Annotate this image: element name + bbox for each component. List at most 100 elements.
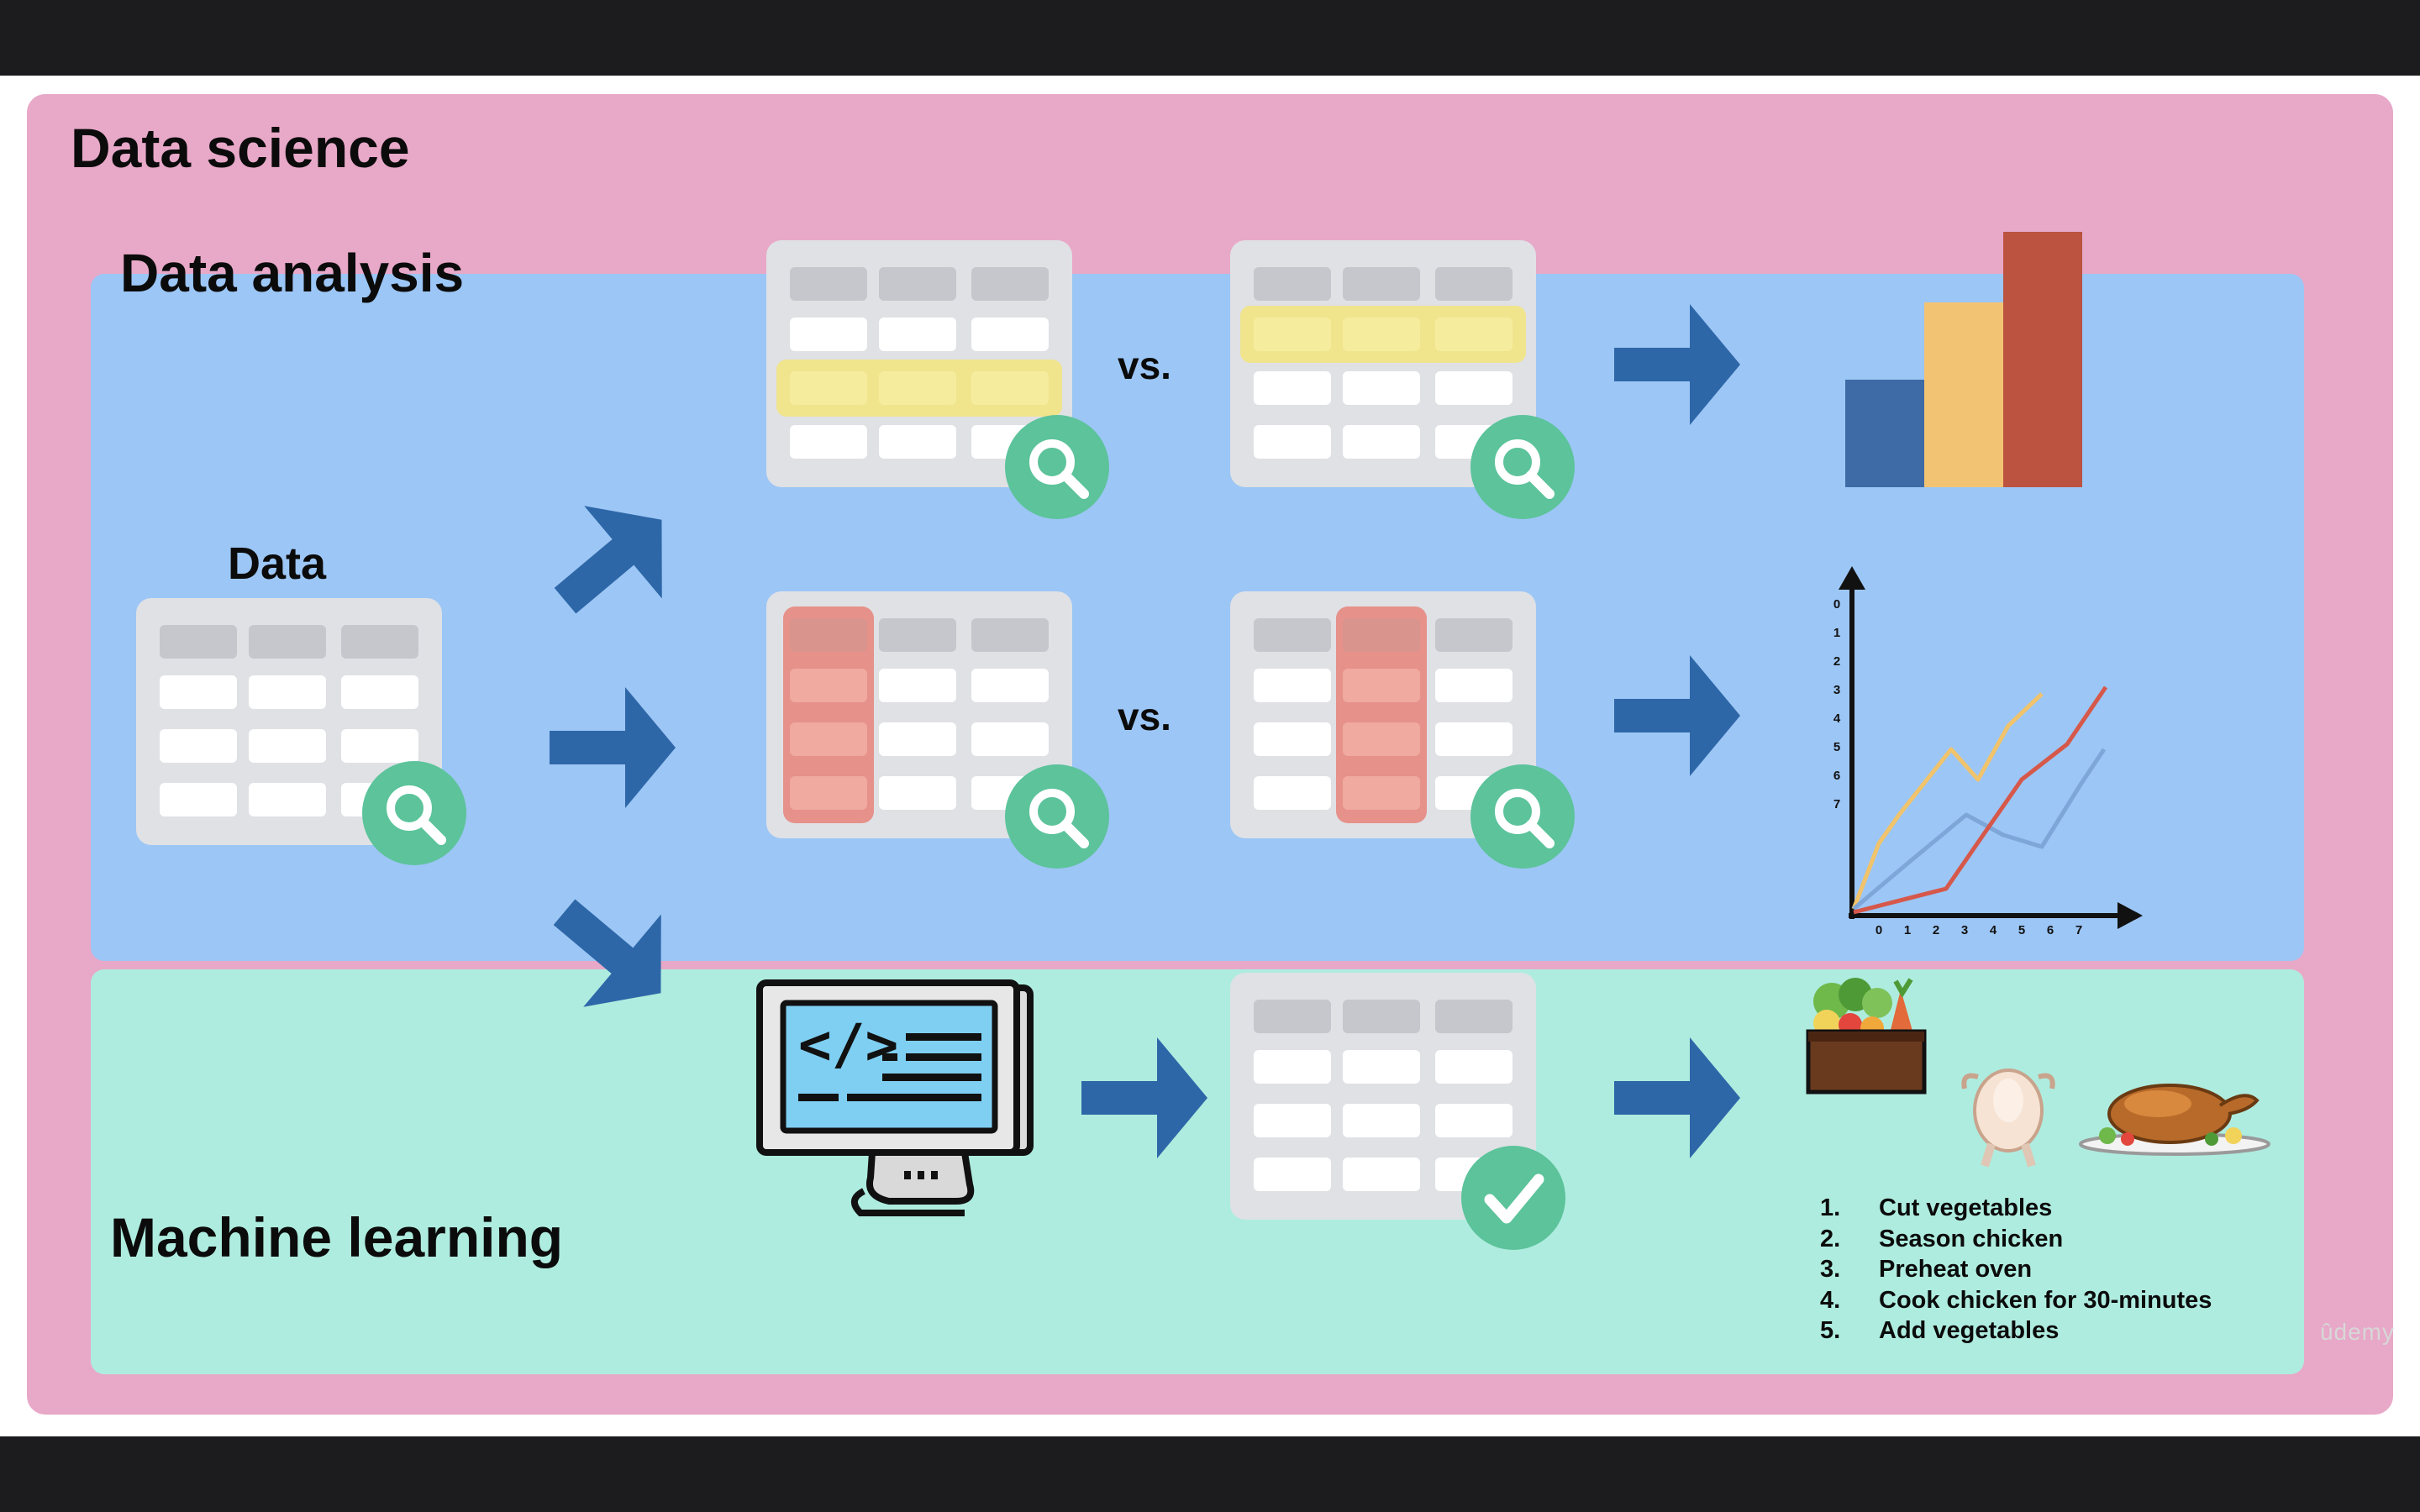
table-cell	[1343, 669, 1420, 702]
table-icon	[136, 598, 442, 845]
table-header-cell	[160, 625, 237, 659]
highlighted-column	[1336, 606, 1427, 823]
x-tick-label: 3	[1961, 923, 1968, 936]
recipe-step-number: 4.	[1820, 1286, 1841, 1314]
x-tick-label: 6	[2047, 923, 2054, 936]
highlighted-column	[783, 606, 874, 823]
bar-blue	[1845, 380, 1924, 487]
y-tick-label: 2	[1833, 654, 1840, 669]
table-cell	[1254, 1050, 1331, 1084]
table-cell	[1254, 371, 1331, 405]
table-cell	[790, 425, 867, 459]
data-label: Data	[228, 538, 327, 589]
table-cell	[1343, 776, 1420, 810]
series-yellow-line	[1851, 692, 2044, 910]
table-header-cell	[1343, 267, 1420, 301]
table-cell	[1343, 371, 1420, 405]
table-cell	[1254, 776, 1331, 810]
recipe-step-number: 2.	[1820, 1225, 1841, 1252]
table-cell	[1254, 1158, 1331, 1191]
magnifier-icon	[1470, 764, 1575, 869]
table-header-cell	[1435, 618, 1512, 652]
slide: Data science Data analysis Data Machine …	[0, 76, 2420, 1436]
vs-label: vs.	[1118, 695, 1171, 738]
table-cell	[341, 675, 418, 709]
table-cell	[1435, 669, 1512, 702]
raw-chicken-icon	[1961, 1068, 2055, 1168]
x-tick-label: 2	[1933, 923, 1939, 936]
table-cell	[1254, 1104, 1331, 1137]
table-cell	[971, 371, 1049, 405]
table-cell	[790, 722, 867, 756]
y-tick-label: 7	[1833, 797, 1840, 811]
table-header-cell	[790, 618, 867, 652]
table-header-cell	[1254, 618, 1331, 652]
table-icon	[1230, 240, 1536, 487]
recipe-step-text: Season chicken	[1879, 1225, 2064, 1252]
table-cell	[879, 371, 956, 405]
table-header-cell	[879, 267, 956, 301]
table-header-cell	[1435, 1000, 1512, 1033]
recipe-step: 1.Cut vegetables	[1820, 1193, 2212, 1224]
x-tick-label: 0	[1876, 923, 1882, 936]
table-header-cell	[971, 267, 1049, 301]
magnifier-icon	[1005, 415, 1109, 519]
table-cell	[879, 776, 956, 810]
machine-learning-title: Machine learning	[110, 1206, 564, 1268]
table-header-cell	[249, 625, 326, 659]
magnifier-icon	[1470, 415, 1575, 519]
magnifier-icon	[362, 761, 466, 865]
table-cell	[971, 318, 1049, 351]
roast-chicken-icon	[2079, 1084, 2270, 1156]
table-cell	[1435, 1104, 1512, 1137]
table-icon	[1230, 973, 1536, 1220]
recipe-step-text: Preheat oven	[1879, 1256, 2033, 1283]
arrow-icon	[1614, 1037, 1740, 1158]
udemy-watermark: ûdemy	[2319, 1319, 2395, 1345]
recipe-step-text: Cook chicken for 30-minutes	[1879, 1286, 2212, 1314]
table-icon	[766, 240, 1072, 487]
y-axis	[1839, 566, 1865, 919]
y-tick-label: 1	[1833, 626, 1840, 640]
table-cell	[1343, 722, 1420, 756]
table-cell	[1435, 318, 1512, 351]
series-blue-line	[1852, 748, 2107, 911]
table-cell	[1254, 318, 1331, 351]
table-cell	[160, 783, 237, 816]
table-cell	[790, 318, 867, 351]
checkmark-icon	[1461, 1146, 1565, 1250]
table-header-cell	[879, 618, 956, 652]
table-cell	[1254, 722, 1331, 756]
y-tick-label: 4	[1833, 711, 1841, 726]
table-header-cell	[1343, 1000, 1420, 1033]
table-header-cell	[1254, 1000, 1331, 1033]
table-cell	[1435, 1050, 1512, 1084]
recipe-step-number: 5.	[1820, 1317, 1841, 1344]
table-header-cell	[341, 625, 418, 659]
data-analysis-title: Data analysis	[120, 243, 465, 303]
table-cell	[1343, 1104, 1420, 1137]
table-cell	[1254, 425, 1331, 459]
arrow-icon	[1081, 1037, 1207, 1158]
recipe-step-number: 3.	[1820, 1256, 1841, 1283]
table-cell	[790, 371, 867, 405]
arrow-icon	[553, 899, 661, 1007]
table-cell	[971, 669, 1049, 702]
x-tick-label: 4	[1990, 923, 1997, 936]
table-cell	[1435, 371, 1512, 405]
data-science-title: Data science	[71, 117, 410, 179]
y-tick-label: 6	[1833, 769, 1840, 783]
table-header-cell	[1254, 267, 1331, 301]
bar-yellow	[1924, 302, 2003, 487]
arrow-icon	[1614, 655, 1740, 776]
recipe-steps-list: 1.Cut vegetables 2. Season chicken 3. Preh…	[1820, 1193, 2212, 1347]
bar-chart-icon	[1845, 232, 2082, 487]
x-axis	[1849, 902, 2143, 929]
arrow-icon	[1614, 304, 1740, 425]
table-cell	[160, 729, 237, 763]
machine-learning-panel	[91, 969, 2304, 1374]
recipe-step: 5.Add vegetables	[1820, 1315, 2212, 1347]
vs-label: vs.	[1118, 344, 1171, 387]
table-cell	[249, 729, 326, 763]
